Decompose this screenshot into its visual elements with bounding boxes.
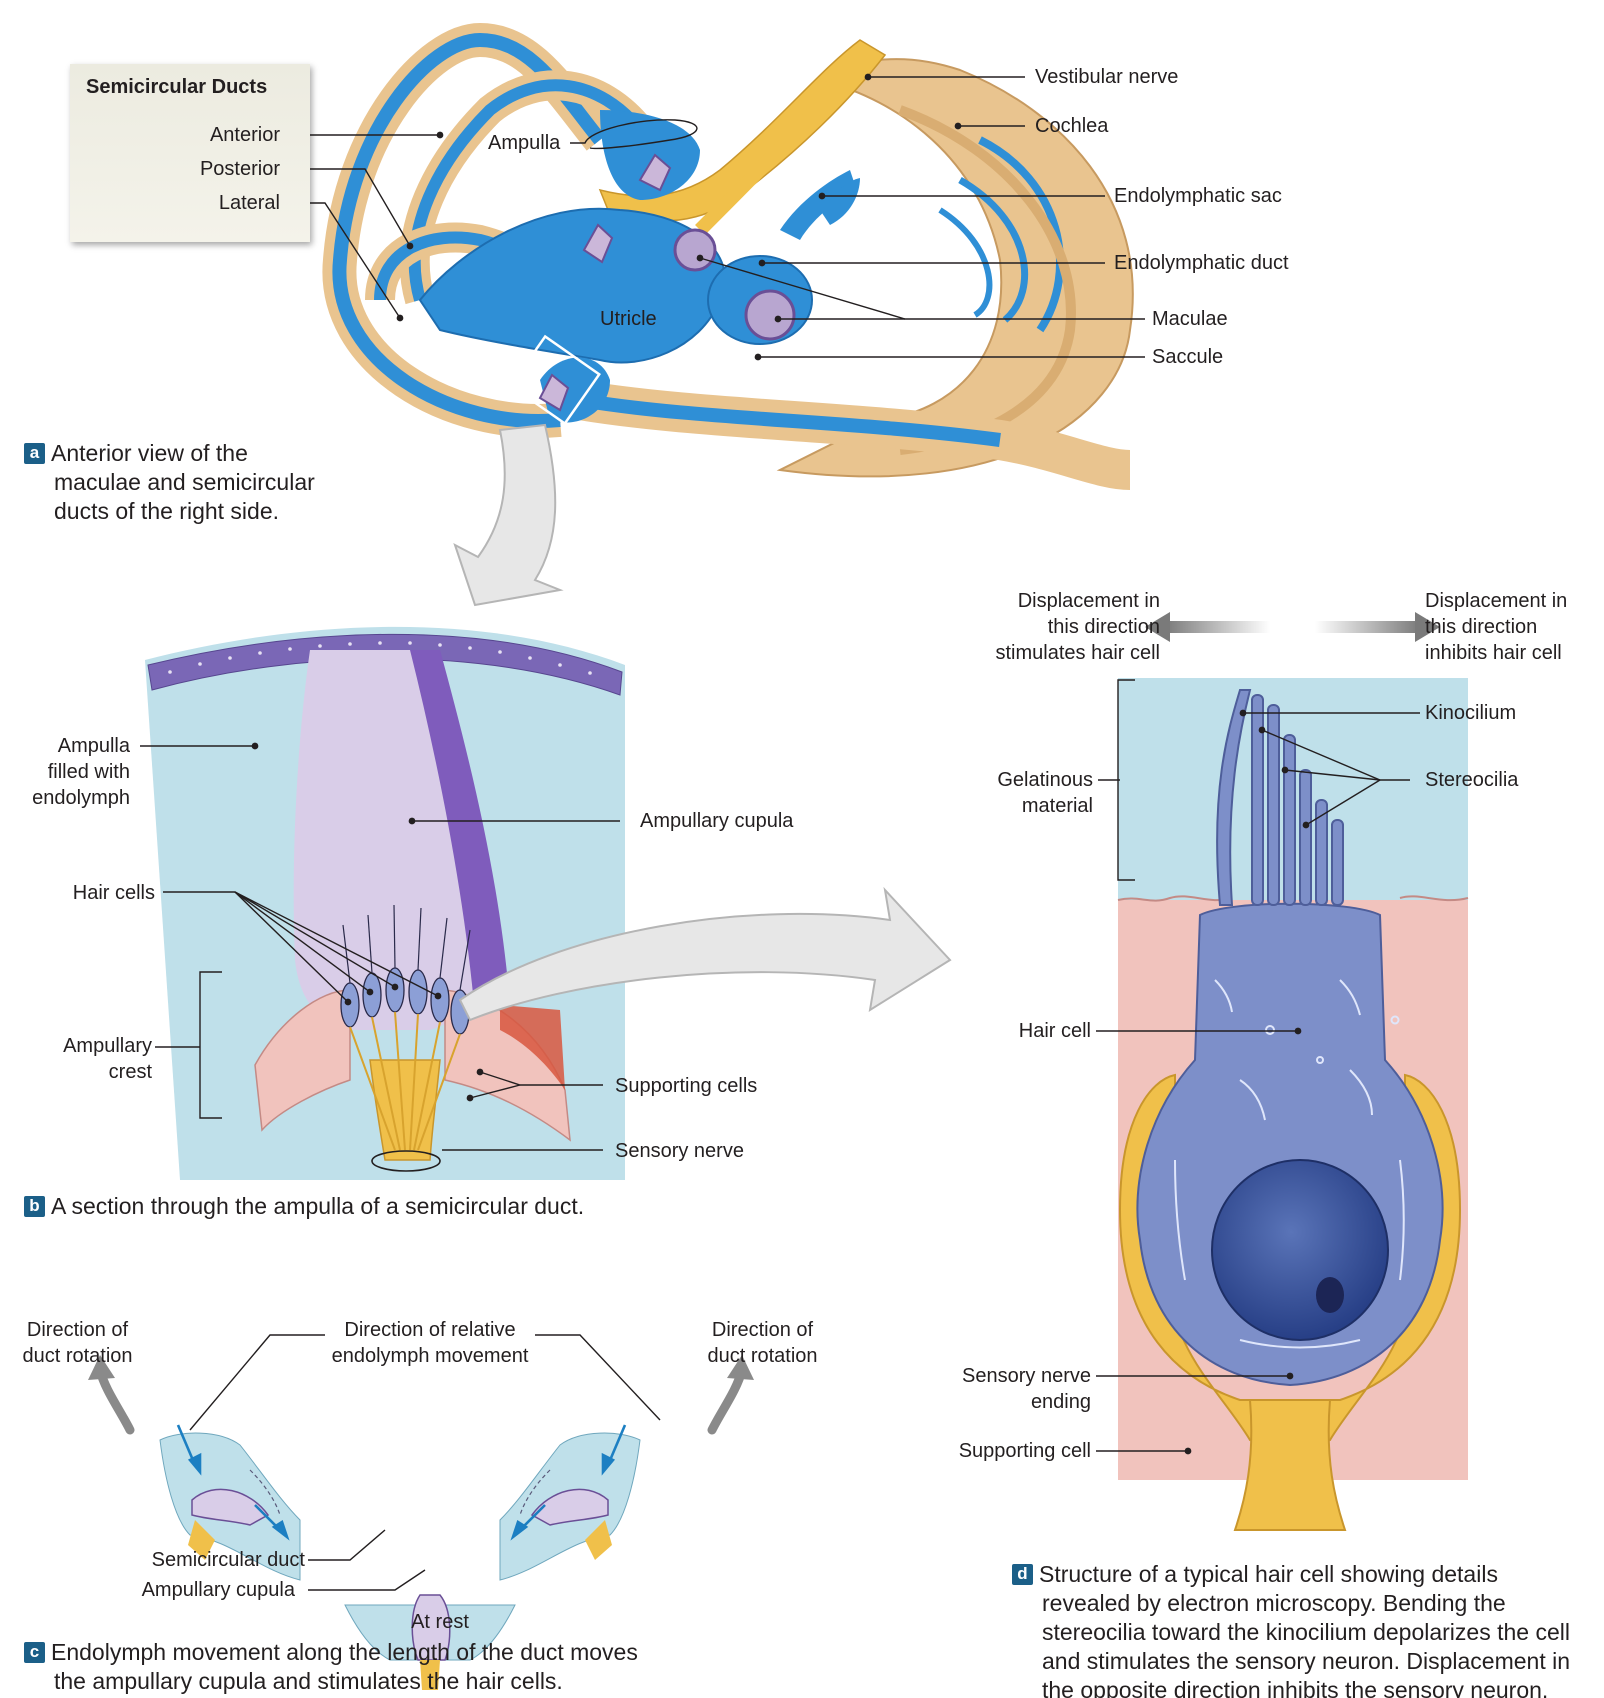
label-ampullary-cupula: Ampullary cupula [640, 808, 793, 834]
label-cochlea: Cochlea [1035, 113, 1108, 139]
label-at-rest: At rest [390, 1609, 490, 1635]
label-lateral: Lateral [180, 190, 280, 216]
right-ampulla [500, 1433, 640, 1580]
vestibule-shape [420, 110, 860, 424]
label-saccule: Saccule [1152, 344, 1223, 370]
label-maculae: Maculae [1152, 306, 1228, 332]
legend-title: Semicircular Ducts [86, 76, 267, 99]
label-displacement-stimulates: Displacement in this direction stimulate… [960, 588, 1160, 666]
label-semicircular-duct: Semicircular duct [110, 1547, 305, 1573]
label-kinocilium: Kinocilium [1425, 700, 1516, 726]
direction-arrows [1145, 612, 1440, 642]
label-duct-rotation-left: Direction of duct rotation [10, 1317, 145, 1369]
label-ampulla: Ampulla [488, 130, 560, 156]
badge-a: a [24, 443, 45, 464]
label-endolymphatic-sac: Endolymphatic sac [1114, 183, 1282, 209]
label-hair-cell: Hair cell [960, 1018, 1091, 1044]
badge-d: d [1012, 1564, 1033, 1585]
label-gelatinous-material: Gelatinous material [960, 767, 1093, 819]
label-ampullary-crest: Ampullary crest [30, 1033, 152, 1085]
label-sensory-nerve-ending: Sensory nerve ending [930, 1363, 1091, 1415]
label-vestibular-nerve: Vestibular nerve [1035, 64, 1178, 90]
label-ampulla-filled: Ampulla filled with endolymph [20, 733, 130, 811]
label-hair-cells: Hair cells [40, 880, 155, 906]
panel-b-illustration [145, 627, 625, 1180]
zoom-arrow-a-to-b [455, 425, 560, 605]
panel-a-illustration [339, 40, 1132, 476]
label-utricle: Utricle [600, 306, 657, 332]
label-relative-movement: Direction of relative endolymph movement [315, 1317, 545, 1369]
panel-d-illustration [1118, 678, 1468, 1530]
label-supporting-cell: Supporting cell [920, 1438, 1091, 1464]
label-sensory-nerve: Sensory nerve [615, 1138, 744, 1164]
label-ampullary-cupula-c: Ampullary cupula [110, 1577, 295, 1603]
label-duct-rotation-right: Direction of duct rotation [695, 1317, 830, 1369]
label-displacement-inhibits: Displacement in this direction inhibits … [1425, 588, 1567, 666]
label-stereocilia: Stereocilia [1425, 767, 1518, 793]
label-posterior: Posterior [170, 156, 280, 182]
badge-c: c [24, 1642, 45, 1663]
label-endolymphatic-duct: Endolymphatic duct [1114, 250, 1289, 276]
label-supporting-cells: Supporting cells [615, 1073, 757, 1099]
label-anterior: Anterior [180, 122, 280, 148]
badge-b: b [24, 1196, 45, 1217]
